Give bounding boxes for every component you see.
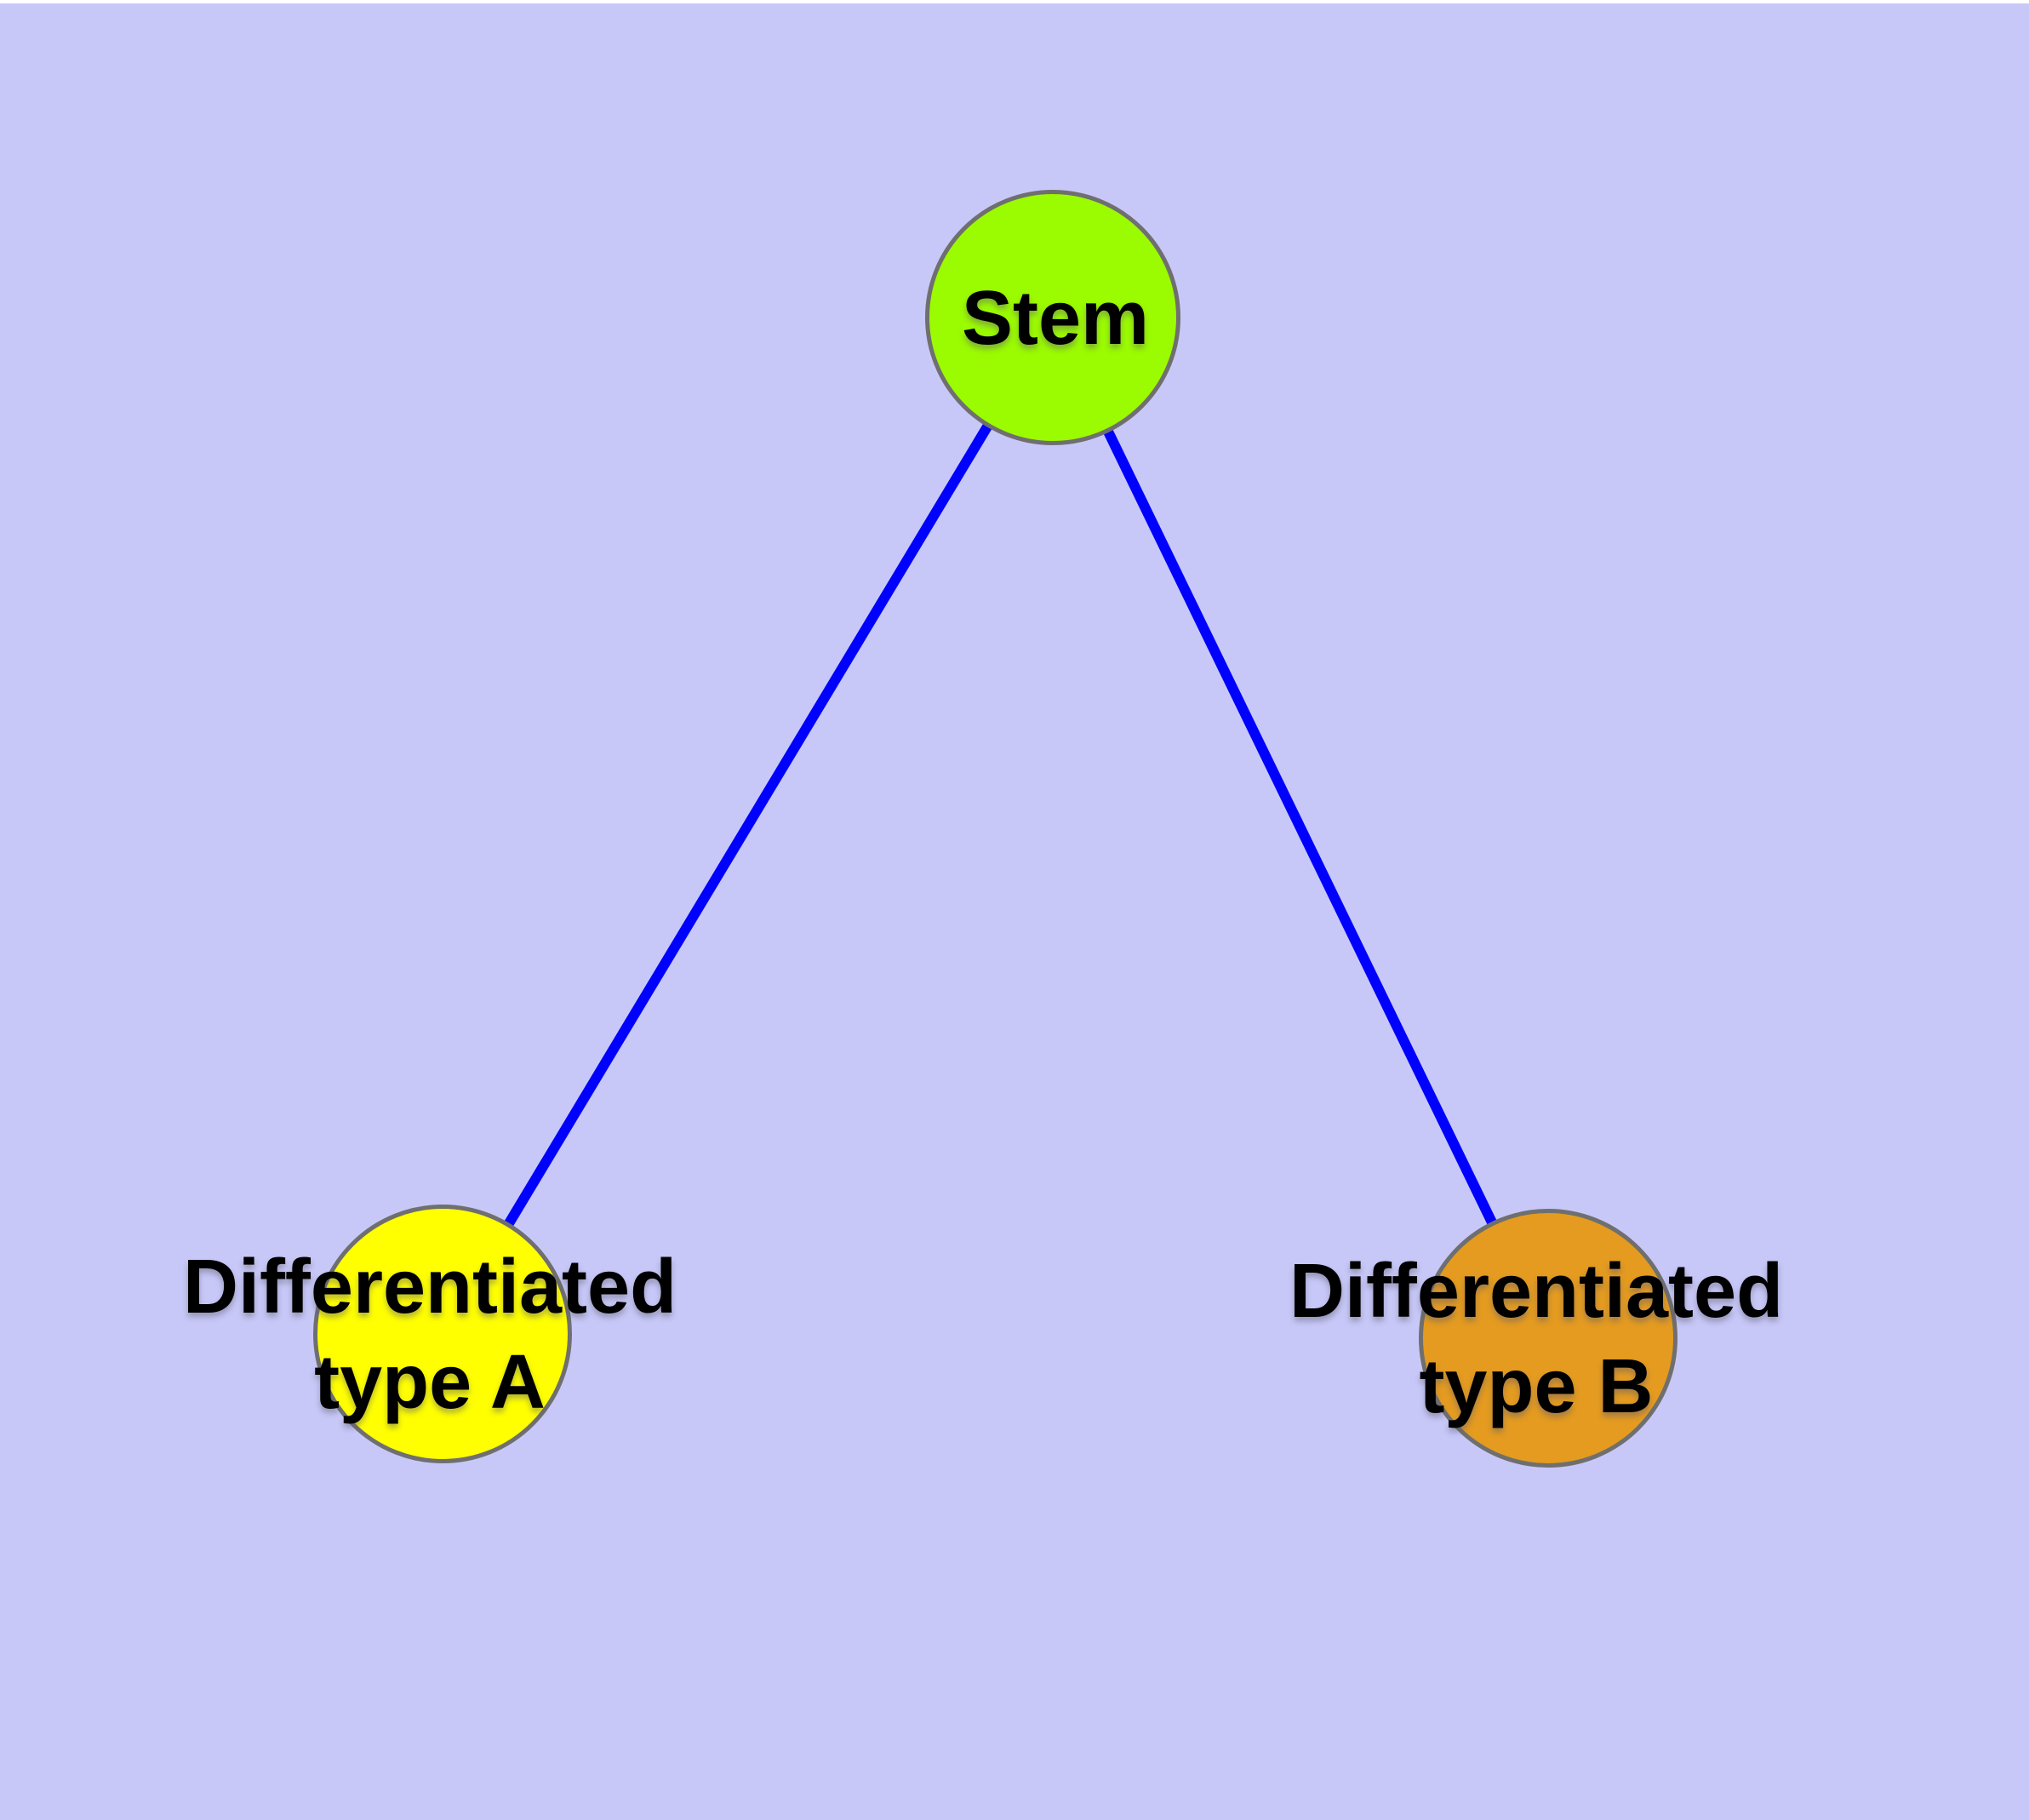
node-differentiated-type-a[interactable] (313, 1205, 572, 1463)
node-stem[interactable] (925, 190, 1180, 445)
top-border-strip (0, 0, 2029, 3)
edge-stem-to-type-b[interactable] (1048, 315, 1553, 1341)
edge-stem-to-type-a[interactable] (437, 314, 1058, 1337)
diagram-canvas: Stem Differentiated type A Differentiate… (0, 3, 2029, 1820)
node-differentiated-type-b[interactable] (1419, 1209, 1677, 1468)
